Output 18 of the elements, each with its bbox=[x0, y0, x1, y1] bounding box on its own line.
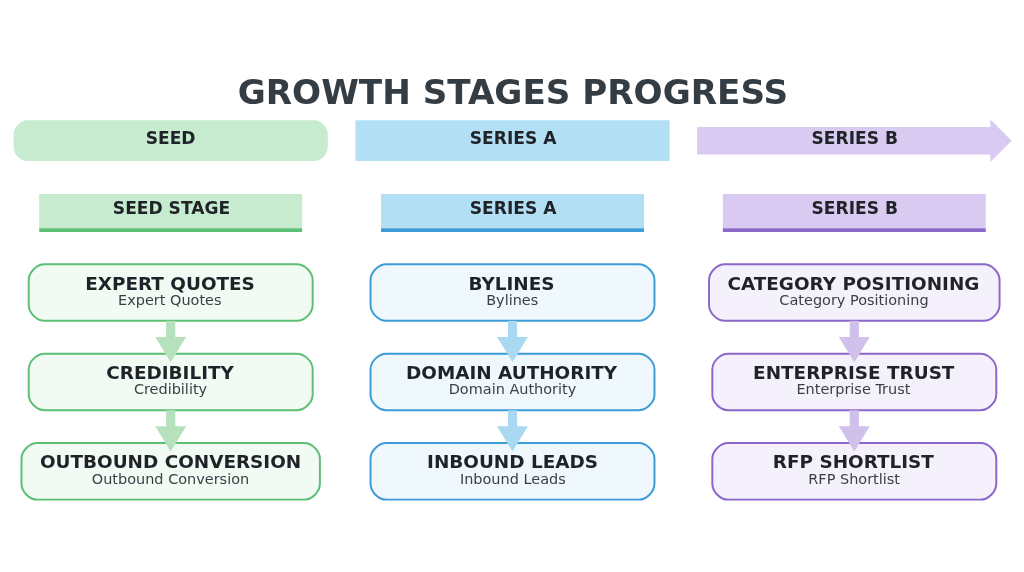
node-box: CATEGORY POSITIONING Category Positioning bbox=[707, 263, 1001, 322]
node-box: SEED bbox=[13, 120, 328, 162]
node-box: CREDIBILITY Credibility bbox=[27, 352, 314, 412]
node-box: SERIES A bbox=[354, 120, 670, 162]
arrow bbox=[496, 410, 528, 452]
node-box: BYLINES Bylines bbox=[369, 263, 655, 322]
node-box: DOMAIN AUTHORITY Domain Authority bbox=[369, 352, 655, 412]
node-box: RFP SHORTLIST RFP Shortlist bbox=[710, 442, 997, 501]
arrow bbox=[154, 410, 186, 452]
node-box: EXPERT QUOTES Expert Quotes bbox=[27, 263, 314, 322]
arrow bbox=[838, 320, 870, 363]
diagram-title: GROWTH STAGES PROGRESS bbox=[237, 71, 788, 112]
node-box: OUTBOUND CONVERSION Outbound Conversion bbox=[20, 442, 321, 501]
node-box: ENTERPRISE TRUST Enterprise Trust bbox=[710, 352, 997, 412]
arrow bbox=[154, 320, 186, 363]
arrow bbox=[838, 410, 870, 452]
node-box: INBOUND LEADS Inbound Leads bbox=[369, 442, 655, 501]
arrow bbox=[496, 320, 528, 363]
